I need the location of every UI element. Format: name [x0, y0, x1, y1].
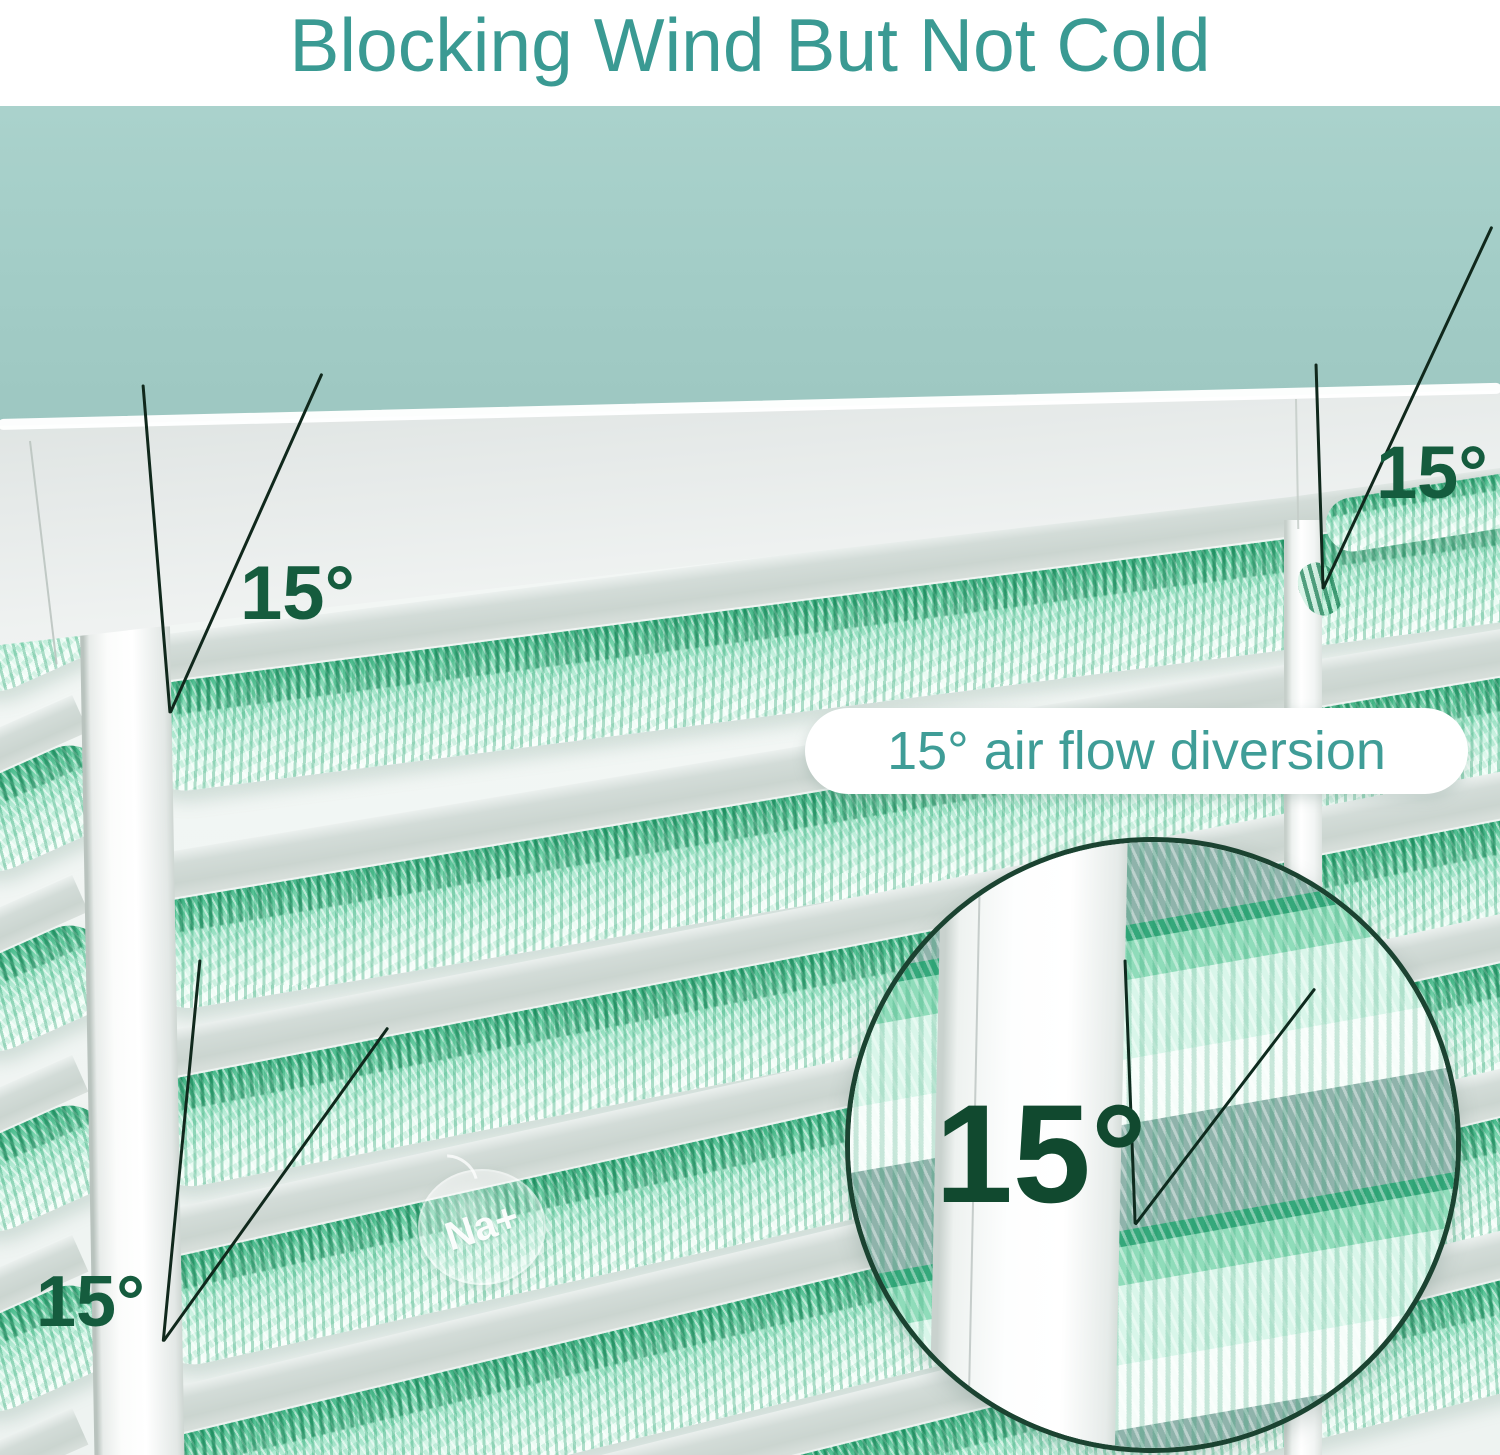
angle-label-bottom-left: 15°: [36, 1262, 145, 1342]
angle-label-magnifier: 15°: [935, 1075, 1147, 1232]
magnifier-circle: 15°: [845, 837, 1461, 1453]
angle-label-top-right: 15°: [1376, 431, 1488, 514]
angle-label-top-left: 15°: [240, 551, 355, 636]
watermark-text: Na+: [439, 1194, 525, 1259]
page-title: Blocking Wind But Not Cold: [289, 3, 1211, 87]
airflow-diversion-badge: 15° air flow diversion: [805, 708, 1468, 794]
water-drop-watermark: Na+: [418, 1169, 546, 1285]
